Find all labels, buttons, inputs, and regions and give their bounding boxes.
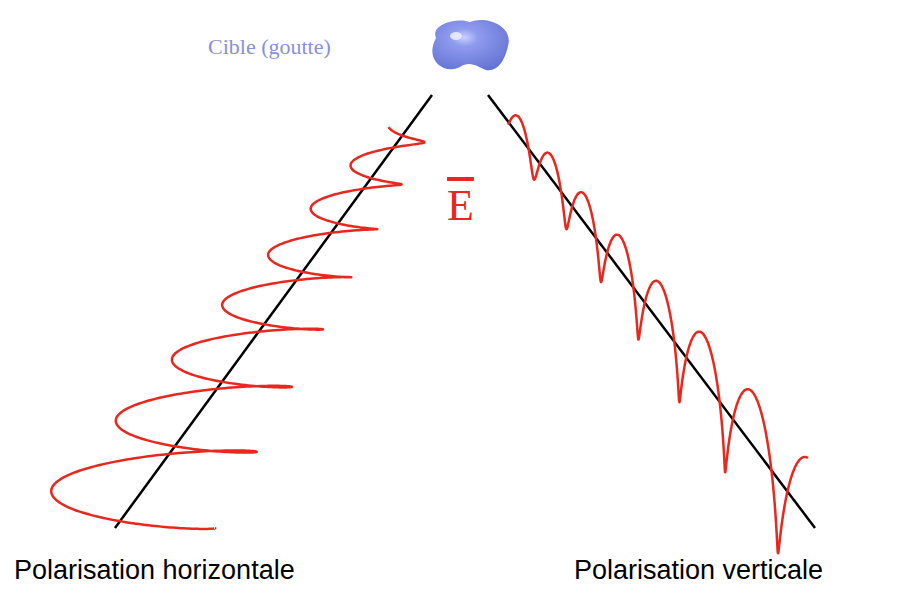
target-label: Cible (goutte): [208, 35, 331, 59]
beam-line: [488, 95, 815, 528]
wave-horizontal: [51, 127, 424, 529]
wave-vertical: [508, 115, 808, 553]
drop-highlight: [450, 32, 462, 40]
beam-line: [115, 95, 432, 528]
drop-shape: [432, 20, 508, 70]
polarisation-label: Polarisation horizontale: [14, 556, 295, 586]
field-symbol: E: [447, 182, 474, 230]
polarisation-label: Polarisation verticale: [574, 556, 823, 586]
